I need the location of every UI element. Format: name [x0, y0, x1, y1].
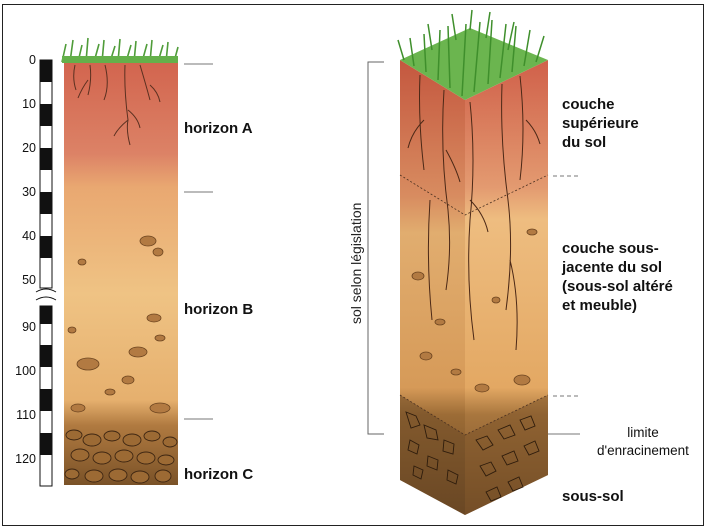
left-soil-column	[62, 38, 178, 485]
horizon-boundary-markers	[184, 64, 213, 419]
left-grass	[62, 38, 178, 63]
horizon-b-label: horizon B	[184, 301, 253, 318]
scale-tick-0: 0	[8, 53, 36, 67]
scale-tick-90: 90	[8, 320, 36, 334]
depth-scale	[36, 60, 56, 486]
legal-soil-bracket	[368, 62, 384, 434]
scale-tick-40: 40	[8, 229, 36, 243]
bedrock-label: sous-sol	[562, 488, 624, 505]
scale-tick-100: 100	[8, 364, 36, 378]
scale-tick-50: 50	[8, 273, 36, 287]
right-soil-block	[398, 10, 548, 515]
scale-tick-110: 110	[8, 408, 36, 422]
root-limit-label: limite d'enracinement	[582, 424, 704, 460]
scale-tick-30: 30	[8, 185, 36, 199]
horizon-c-label: horizon C	[184, 466, 253, 483]
scale-tick-10: 10	[8, 97, 36, 111]
lower-layer-label: couche sous- jacente du sol (sous-sol al…	[562, 239, 673, 315]
upper-layer-label: couche supérieure du sol	[562, 95, 639, 152]
scale-tick-120: 120	[8, 452, 36, 466]
scale-tick-20: 20	[8, 141, 36, 155]
horizon-a-label: horizon A	[184, 120, 253, 137]
legal-soil-label: sol selon législation	[348, 203, 364, 324]
